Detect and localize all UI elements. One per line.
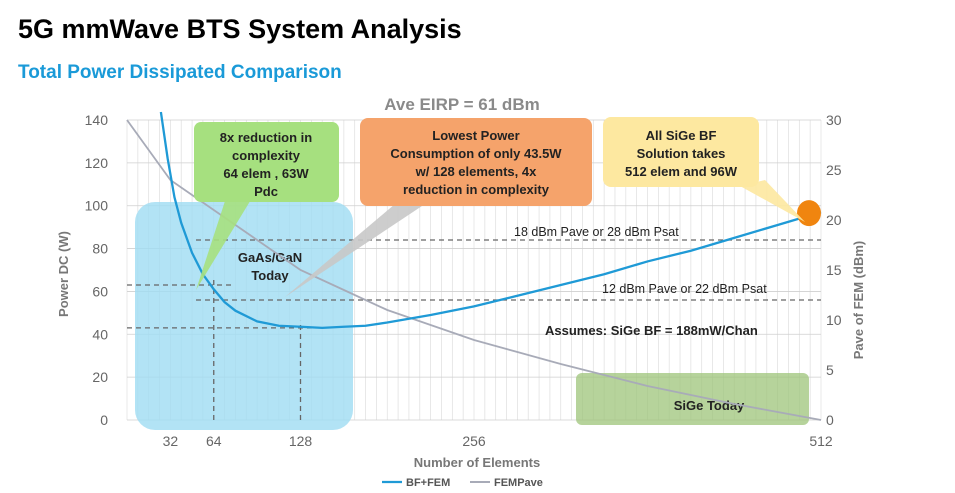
gaas-region-label-2: Today — [251, 268, 289, 283]
callout-orange-line: Lowest Power — [432, 128, 519, 143]
y2-tick-label: 0 — [826, 412, 834, 428]
y2-tick-label: 10 — [826, 312, 842, 328]
sige-region — [576, 373, 809, 425]
x-tick-label: 64 — [206, 433, 222, 449]
ref-line-label-18dbm: 18 dBm Pave or 28 dBm Psat — [514, 225, 679, 239]
end-point-marker — [797, 200, 821, 227]
reference-lines — [127, 239, 821, 420]
x-tick-label: 128 — [289, 433, 313, 449]
x-axis-label: Number of Elements — [414, 455, 540, 470]
y-tick-label: 100 — [85, 198, 109, 214]
callout-box-orange — [360, 118, 592, 206]
legend-label-bf-fem: BF+FEM — [406, 477, 450, 489]
callout-box-green — [194, 122, 339, 202]
callout-green-line: 8x reduction in — [220, 130, 313, 145]
callout-pointer-yellow — [740, 180, 805, 222]
y2-tick-label: 5 — [826, 362, 834, 378]
y2-tick-label: 15 — [826, 262, 842, 278]
y-tick-label: 40 — [92, 326, 108, 342]
callout-orange: Lowest Power Consumption of only 43.5W w… — [390, 128, 562, 197]
callout-yellow-line: Solution takes — [637, 146, 726, 161]
y-axis-ticks: 0 20 40 60 80 100 120 140 — [85, 112, 109, 428]
y2-axis-label: Pave of FEM (dBm) — [851, 241, 866, 359]
y-axis-label: Power DC (W) — [56, 231, 71, 317]
sige-region-label: SiGe Today — [674, 398, 745, 413]
callout-green-line: complexity — [232, 148, 301, 163]
assumption-annotation: Assumes: SiGe BF = 188mW/Chan — [545, 323, 758, 338]
x-tick-label: 256 — [462, 433, 486, 449]
y-tick-label: 20 — [92, 369, 108, 385]
callout-orange-line: Consumption of only 43.5W — [390, 146, 562, 161]
callout-yellow-line: 512 elem and 96W — [625, 164, 738, 179]
callout-box-yellow — [603, 117, 759, 187]
callout-pointer-green — [196, 198, 252, 290]
callout-yellow-line: All SiGe BF — [646, 128, 717, 143]
y-tick-label: 80 — [92, 241, 108, 257]
y-tick-label: 140 — [85, 112, 109, 128]
callout-pointer-orange — [285, 204, 425, 297]
chart-title: Ave EIRP = 61 dBm — [384, 95, 539, 114]
x-axis-ticks: 32 64 128 256 512 — [163, 433, 833, 449]
callout-orange-line: w/ 128 elements, 4x — [415, 164, 537, 179]
callout-green: 8x reduction in complexity 64 elem , 63W… — [220, 130, 313, 199]
callout-green-line: 64 elem , 63W — [223, 166, 309, 181]
callout-orange-line: reduction in complexity — [403, 182, 550, 197]
y2-tick-label: 25 — [826, 162, 842, 178]
slide-subtitle: Total Power Dissipated Comparison — [18, 62, 342, 83]
callout-green-line: Pdc — [254, 184, 278, 199]
ref-line-label-12dbm: 12 dBm Pave or 22 dBm Psat — [602, 282, 767, 296]
gaas-region-label: GaAs/GaN — [238, 250, 302, 265]
x-tick-label: 512 — [809, 433, 833, 449]
y-tick-label: 120 — [85, 155, 109, 171]
legend: BF+FEM FEMPave — [382, 477, 543, 489]
y2-axis-ticks: 0 5 10 15 20 25 30 — [826, 112, 842, 428]
y-tick-label: 60 — [92, 283, 108, 299]
x-tick-label: 32 — [163, 433, 179, 449]
slide-title: 5G mmWave BTS System Analysis — [18, 14, 462, 44]
series-line-bf-fem — [159, 111, 822, 330]
y-tick-label: 0 — [100, 412, 108, 428]
callout-yellow: All SiGe BF Solution takes 512 elem and … — [625, 128, 738, 179]
y2-tick-label: 30 — [826, 112, 842, 128]
y2-tick-label: 20 — [826, 212, 842, 228]
legend-label-fempave: FEMPave — [494, 477, 543, 489]
